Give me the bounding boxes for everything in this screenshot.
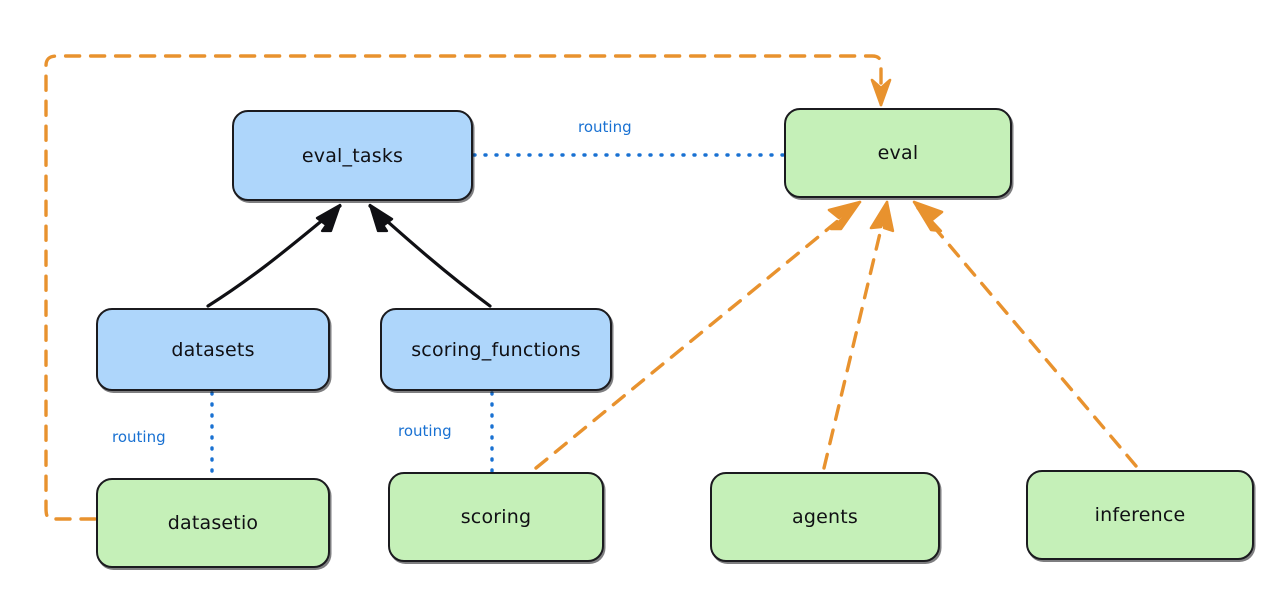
edge-label-routing-eval-tasks-eval: routing	[578, 118, 632, 136]
edge-inference-to-eval	[912, 200, 1138, 468]
node-scoring[interactable]: scoring	[388, 472, 604, 562]
node-eval[interactable]: eval	[784, 108, 1012, 198]
edge-datasets-to-eval_tasks	[206, 203, 342, 308]
edge-label-routing-datasets-datasetio: routing	[112, 428, 166, 446]
node-label: inference	[1094, 504, 1186, 526]
node-label: scoring_functions	[411, 338, 581, 361]
node-label: eval	[877, 142, 919, 164]
node-eval-tasks[interactable]: eval_tasks	[232, 110, 473, 201]
edge-agents-to-eval	[822, 200, 895, 470]
edge-scoring_functions-to-eval_tasks	[368, 203, 492, 308]
node-label: eval_tasks	[301, 144, 404, 167]
node-label: scoring	[460, 506, 532, 528]
node-label: agents	[792, 506, 858, 528]
node-datasetio[interactable]: datasetio	[96, 478, 330, 568]
node-label: datasetio	[167, 512, 259, 534]
node-label: datasets	[171, 338, 255, 361]
node-scoring-functions[interactable]: scoring_functions	[380, 308, 612, 391]
node-datasets[interactable]: datasets	[96, 308, 330, 391]
edge-label-routing-scoring-functions-scoring: routing	[398, 422, 452, 440]
node-inference[interactable]: inference	[1026, 470, 1254, 560]
node-agents[interactable]: agents	[710, 472, 940, 562]
